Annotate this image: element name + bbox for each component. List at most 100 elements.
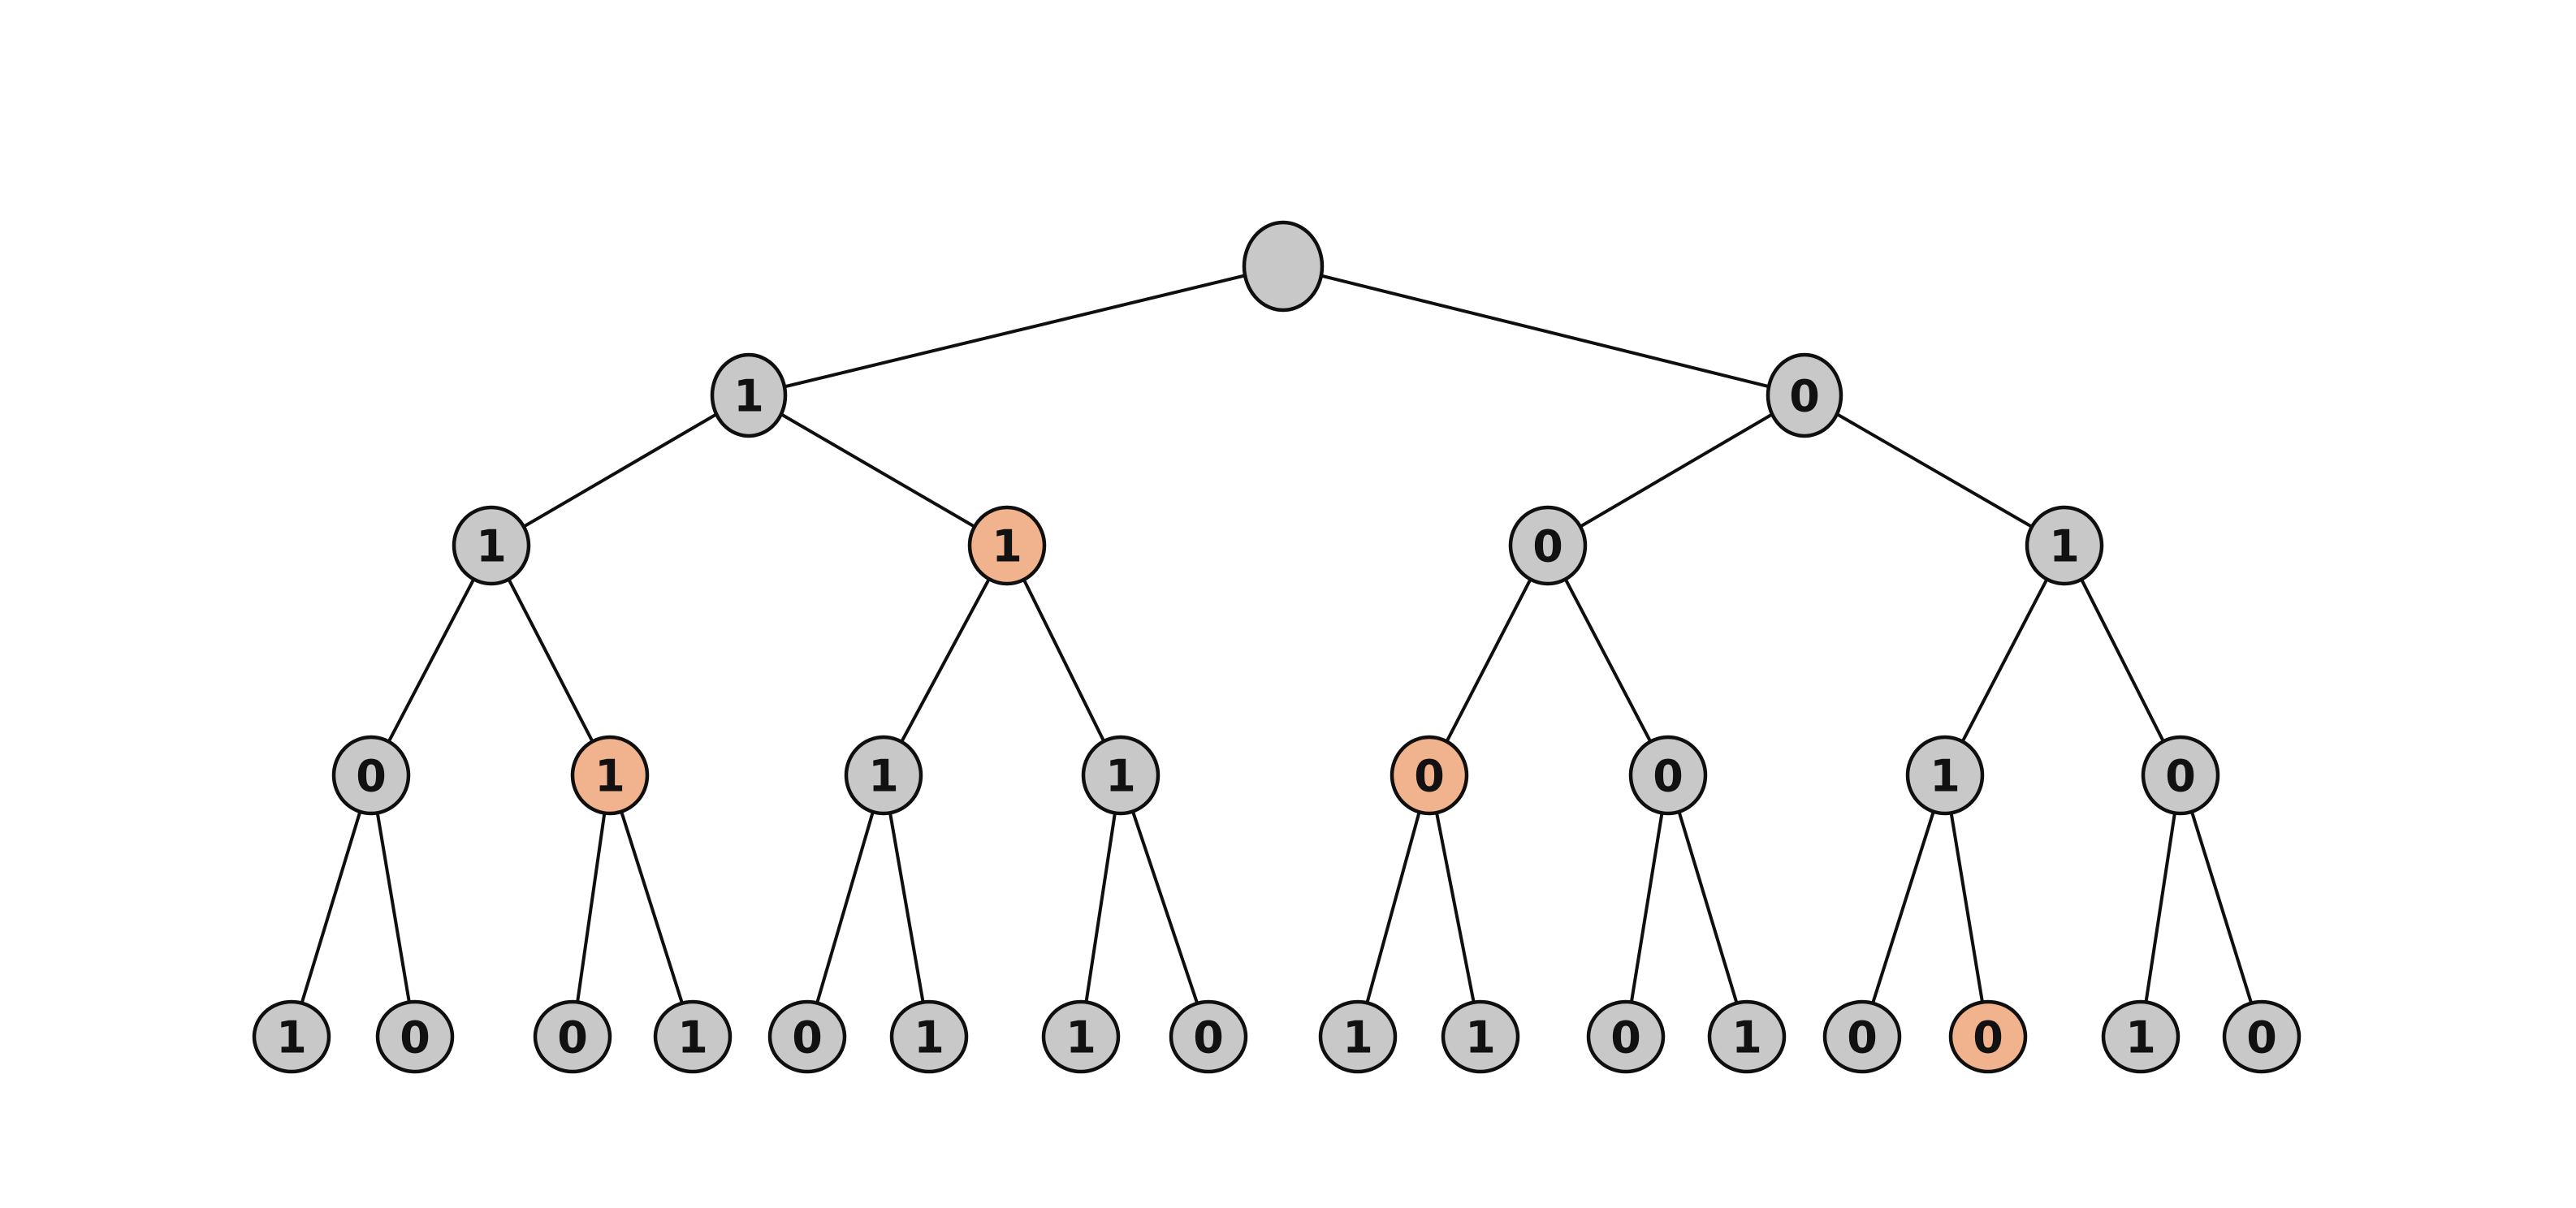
tree-node-d10: 1: [1441, 999, 1520, 1074]
tree-node-a2: 0: [1766, 352, 1843, 438]
tree-node-label: 1: [1065, 1012, 1096, 1063]
tree-node-d14-highlighted: 0: [1948, 999, 2028, 1074]
tree-edge-c6-d11: [1624, 774, 1670, 1038]
tree-node-label: 0: [557, 1012, 588, 1063]
tree-node-c8: 0: [2141, 735, 2220, 816]
tree-node-circle: [452, 505, 531, 586]
tree-node-circle: [1766, 352, 1843, 438]
tree-node-circle: [2101, 999, 2181, 1074]
tree-node-d03: 0: [533, 999, 612, 1074]
tree-node-label: 1: [594, 750, 625, 801]
tree-node-d05: 0: [767, 999, 847, 1074]
tree-node-circle: [2141, 735, 2220, 816]
tree-edge-a2-b3: [1546, 394, 1806, 547]
tree-edge-b3-c6: [1546, 545, 1670, 776]
tree-node-d04: 1: [653, 999, 733, 1074]
tree-node-d02: 0: [375, 999, 455, 1074]
tree-node-label: 1: [868, 750, 899, 801]
tree-node-c5-highlighted: 0: [1390, 735, 1469, 816]
tree-node-circle: [653, 999, 733, 1074]
tree-edge-b3-c5: [1428, 545, 1549, 776]
tree-node-circle: [1628, 735, 1708, 816]
tree-edge-root-a2: [1282, 265, 1805, 397]
tree-node-d01: 1: [252, 999, 331, 1074]
tree-node-circle: [1441, 999, 1520, 1074]
tree-node-a1: 1: [710, 352, 788, 438]
tree-node-c6: 0: [1628, 735, 1708, 816]
tree-node-label: 0: [1532, 520, 1563, 572]
tree-edge-c8-d16: [2179, 774, 2263, 1038]
tree-edge-c4-d08: [1119, 774, 1210, 1038]
tree-node-circle: [252, 999, 331, 1074]
tree-node-b3: 0: [1508, 505, 1588, 586]
tree-node-c1: 0: [331, 735, 411, 816]
tree-node-label: 0: [1847, 1012, 1878, 1063]
tree-node-circle: [375, 999, 455, 1074]
tree-node-label: 1: [1105, 750, 1136, 801]
tree-edge-c5-d10: [1428, 774, 1482, 1038]
tree-node-circle: [533, 999, 612, 1074]
tree-edge-c7-d14: [1943, 774, 1990, 1038]
tree-node-circle: [1508, 505, 1588, 586]
tree-node-c3: 1: [844, 735, 923, 816]
tree-node-circle: [844, 735, 923, 816]
tree-edge-b2-c3: [882, 545, 1009, 776]
tree-node-label: 1: [476, 520, 507, 572]
tree-edge-c5-d09: [1356, 774, 1431, 1038]
tree-edge-c1-d02: [370, 774, 417, 1038]
tree-node-b4: 1: [2025, 505, 2104, 586]
tree-node-circle: [710, 352, 788, 438]
tree-node-label: 1: [914, 1012, 944, 1063]
tree-edge-c3-d05: [806, 774, 885, 1038]
tree-node-circle: [1390, 735, 1469, 816]
tree-node-c2-highlighted: 1: [570, 735, 650, 816]
tree-node-label: 1: [276, 1012, 307, 1063]
tree-node-circle: [1169, 999, 1248, 1074]
tree-node-d11: 0: [1586, 999, 1666, 1074]
tree-node-circle: [1081, 735, 1160, 816]
tree-node-label: 1: [1465, 1012, 1496, 1063]
tree-node-label: 1: [1930, 750, 1960, 801]
tree-node-circle: [2222, 999, 2302, 1074]
tree-node-circle: [967, 505, 1047, 586]
tree-node-b1: 1: [452, 505, 531, 586]
tree-node-label: 0: [2246, 1012, 2277, 1063]
tree-node-label: 0: [1610, 1012, 1641, 1063]
tree-node-circle: [1948, 999, 2028, 1074]
tree-node-d09: 1: [1318, 999, 1398, 1074]
tree-node-circle: [1318, 999, 1398, 1074]
tree-edge-b2-c4: [1005, 545, 1122, 776]
tree-node-label: 0: [400, 1012, 430, 1063]
tree-node-label: 1: [677, 1012, 708, 1063]
tree-node-label: 1: [2049, 520, 2080, 572]
tree-node-label: 0: [1414, 750, 1445, 801]
tree-node-circle: [767, 999, 847, 1074]
tree-node-circle: [570, 735, 650, 816]
tree-node-c7: 1: [1905, 735, 1985, 816]
tree-edge-b1-c2: [490, 545, 612, 776]
tree-node-circle: [1242, 220, 1325, 313]
tree-node-label: 0: [1789, 370, 1820, 421]
tree-node-d15: 1: [2101, 999, 2181, 1074]
tree-node-label: 0: [1653, 750, 1683, 801]
tree-node-d06: 1: [889, 999, 969, 1074]
tree-node-label: 0: [792, 1012, 823, 1063]
tree-node-circle: [1822, 999, 1902, 1074]
tree-edge-c2-d03: [571, 774, 612, 1038]
tree-edge-a1-b1: [490, 394, 750, 547]
tree-node-root: [1242, 220, 1325, 313]
tree-node-label: 1: [1731, 1012, 1762, 1063]
tree-edge-c8-d15: [2139, 774, 2182, 1038]
tree-node-label: 1: [992, 520, 1022, 572]
tree-node-label: 0: [2165, 750, 2196, 801]
tree-node-label: 1: [2125, 1012, 2156, 1063]
tree-node-circle: [331, 735, 411, 816]
tree-edge-c1-d01: [290, 774, 373, 1038]
tree-node-c4: 1: [1081, 735, 1160, 816]
tree-edge-c6-d12: [1666, 774, 1748, 1038]
tree-edge-c7-d13: [1861, 774, 1947, 1038]
tree-node-circle: [1707, 999, 1787, 1074]
